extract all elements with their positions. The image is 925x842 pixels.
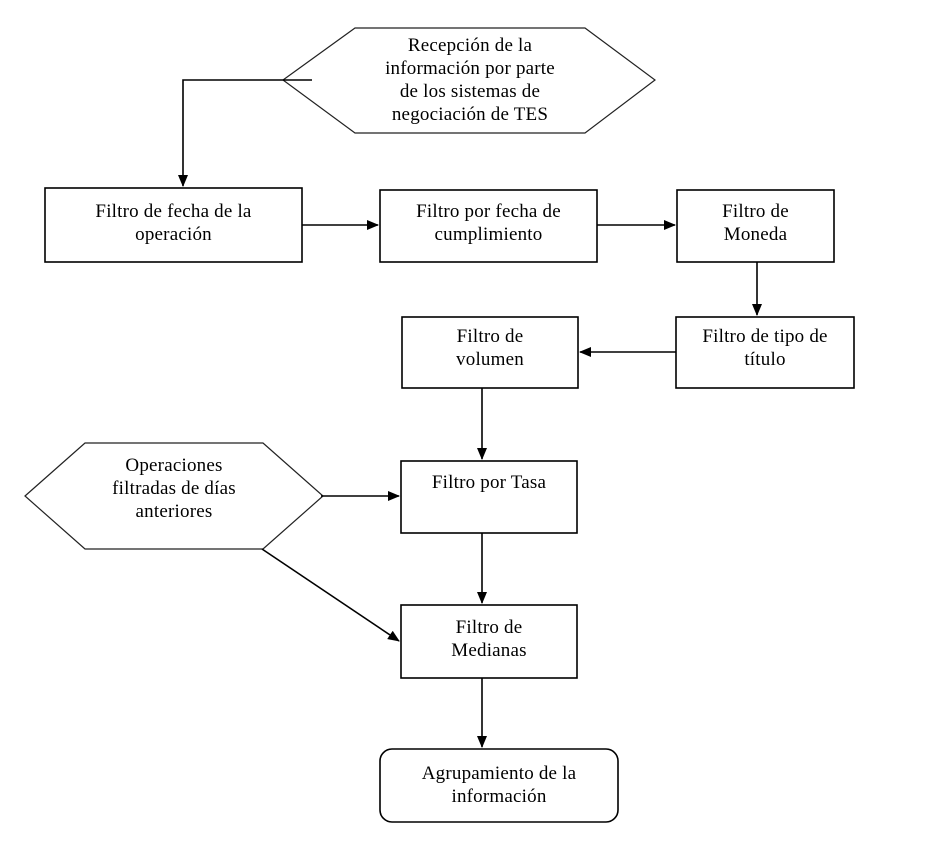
node-filtro-tasa-shape	[400, 460, 578, 534]
node-recepcion-label: Recepción de la información por parte de…	[355, 34, 585, 126]
edge-recepcion-to-filtro-fecha-operacion	[178, 79, 312, 187]
node-filtro-moneda-shape	[676, 189, 835, 263]
node-filtro-fecha-operacion-shape	[44, 187, 303, 263]
node-operaciones-anteriores-label: Operaciones filtradas de días anteriores	[85, 454, 263, 523]
node-filtro-fecha-cumplimiento-line-1: Filtro por fecha de	[416, 201, 561, 222]
node-agrupamiento-label: Agrupamiento de la información	[380, 762, 618, 808]
edge-operaciones-anteriores-to-medianas	[261, 548, 400, 642]
node-filtro-fecha-operacion-label: Filtro de fecha de la operación	[45, 200, 302, 246]
node-filtro-fecha-operacion-line-2: operación	[135, 224, 212, 245]
node-agrupamiento-shape	[379, 748, 619, 823]
node-filtro-tipo-titulo-line-2: título	[744, 349, 786, 370]
node-recepcion-line-2: información por parte	[385, 58, 555, 79]
node-filtro-volumen-line-1: Filtro de	[456, 326, 524, 347]
node-filtro-volumen-shape	[401, 316, 579, 389]
node-filtro-fecha-cumplimiento-line-2: cumplimiento	[434, 224, 543, 245]
node-recepcion-line-1: Recepción de la	[407, 35, 533, 56]
node-filtro-tasa-label: Filtro por Tasa	[401, 471, 577, 494]
node-filtro-tipo-titulo-line-1: Filtro de tipo de	[702, 326, 828, 347]
node-filtro-fecha-operacion-line-1: Filtro de fecha de la	[95, 201, 252, 222]
node-recepcion-line-3: de los sistemas de	[399, 81, 541, 102]
node-filtro-volumen-label: Filtro de volumen	[402, 325, 578, 371]
node-filtro-fecha-cumplimiento-shape	[379, 189, 598, 263]
node-recepcion-shape	[281, 27, 657, 134]
node-operaciones-anteriores-line-3: anteriores	[135, 501, 213, 522]
node-filtro-tipo-titulo-shape	[675, 316, 855, 389]
node-operaciones-anteriores-line-2: filtradas de días	[112, 478, 236, 499]
node-filtro-medianas-shape	[400, 604, 578, 679]
node-filtro-moneda-label: Filtro de Moneda	[677, 200, 834, 246]
node-agrupamiento-line-2: información	[451, 786, 547, 807]
node-filtro-moneda-line-1: Filtro de	[722, 201, 789, 222]
node-filtro-medianas-line-2: Medianas	[451, 640, 527, 661]
node-filtro-fecha-cumplimiento-label: Filtro por fecha de cumplimiento	[380, 200, 597, 246]
node-operaciones-anteriores-line-1: Operaciones	[125, 455, 223, 476]
node-recepcion-line-4: negociación de TES	[391, 104, 549, 125]
node-filtro-medianas-line-1: Filtro de	[455, 617, 523, 638]
node-filtro-moneda-line-2: Moneda	[723, 224, 788, 245]
node-filtro-tipo-titulo-label: Filtro de tipo de título	[676, 325, 854, 371]
node-filtro-medianas-label: Filtro de Medianas	[401, 616, 577, 662]
node-filtro-volumen-line-2: volumen	[456, 349, 524, 370]
node-filtro-tasa-line-1: Filtro por Tasa	[431, 472, 547, 493]
node-agrupamiento-line-1: Agrupamiento de la	[421, 763, 577, 784]
